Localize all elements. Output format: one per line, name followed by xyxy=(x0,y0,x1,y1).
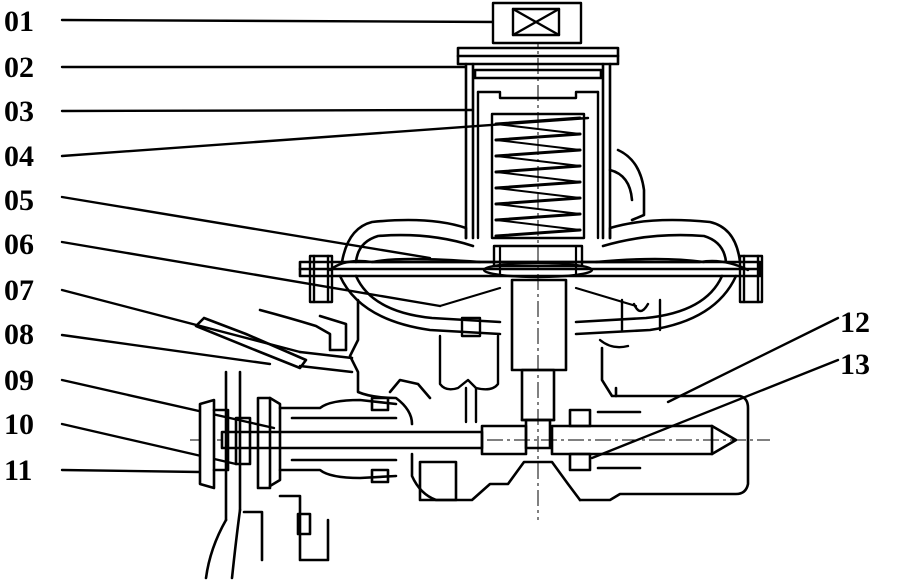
left-linkage xyxy=(194,308,398,580)
lower-diaphragm-casing xyxy=(338,274,738,336)
leader-11 xyxy=(60,468,202,474)
label-13: 13 xyxy=(840,348,870,381)
label-01: 01 xyxy=(4,5,34,38)
right-bolt xyxy=(738,254,764,304)
label-03: 03 xyxy=(4,95,34,128)
bottom-port xyxy=(418,460,458,502)
leader-08 xyxy=(60,333,272,366)
spring-cap-plate xyxy=(473,68,603,80)
spring-coil xyxy=(494,116,582,238)
spring-seat xyxy=(438,244,638,308)
spring-guide xyxy=(476,90,600,240)
leader-13 xyxy=(590,358,840,460)
flange-bolts xyxy=(308,254,764,304)
label-08: 08 xyxy=(4,318,34,351)
lever-supports xyxy=(438,298,662,424)
label-12: 12 xyxy=(840,306,870,339)
label-06: 06 xyxy=(4,228,34,261)
leader-03 xyxy=(60,108,474,113)
leader-07 xyxy=(60,288,302,354)
leader-06 xyxy=(60,240,442,308)
left-bolt xyxy=(308,254,334,304)
leader-05 xyxy=(60,195,432,260)
label-11: 11 xyxy=(4,454,33,487)
label-09: 09 xyxy=(4,364,34,397)
adjusting-cap xyxy=(491,1,583,45)
spring-bonnet xyxy=(456,46,646,240)
diaphragm xyxy=(328,244,750,279)
horizontal-shaft xyxy=(220,408,738,472)
label-05: 05 xyxy=(4,184,34,217)
label-04: 04 xyxy=(4,140,34,173)
leader-lines xyxy=(60,18,840,474)
handwheel xyxy=(198,398,216,490)
valve-stem xyxy=(510,278,568,450)
leader-01 xyxy=(60,18,502,24)
leader-12 xyxy=(666,316,840,404)
valve-body xyxy=(348,298,750,502)
leader-09 xyxy=(60,378,276,430)
label-02: 02 xyxy=(4,51,34,84)
label-10: 10 xyxy=(4,408,34,441)
label-07: 07 xyxy=(4,274,34,307)
